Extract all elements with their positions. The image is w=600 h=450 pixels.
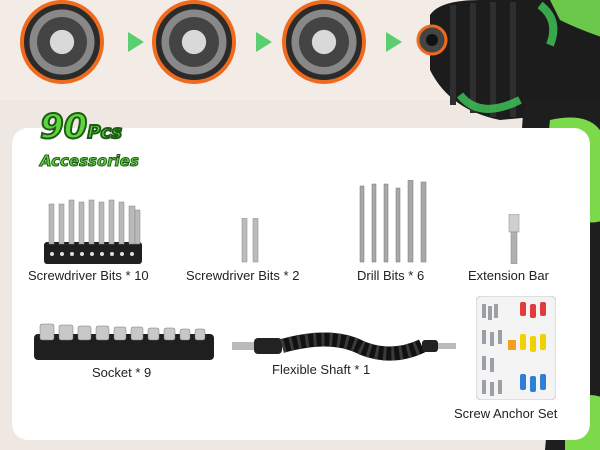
flexible-shaft-label: Flexible Shaft * 1	[272, 362, 371, 377]
chuck-step-3-image	[282, 0, 366, 84]
badge-subtitle: Accessories	[40, 152, 140, 171]
screw-anchor-set-image	[476, 296, 556, 400]
arrow-right-icon	[128, 32, 144, 52]
drill-bits-6-image	[359, 180, 427, 263]
chuck-step-2-image	[152, 0, 236, 84]
extension-bar-image	[508, 214, 520, 264]
screwdriver-bits-2-image	[241, 218, 259, 263]
screwdriver-bits-10-label: Screwdriver Bits * 10	[28, 268, 149, 283]
screw-anchor-set-label: Screw Anchor Set	[454, 406, 558, 421]
extension-bar-label: Extension Bar	[468, 268, 549, 283]
screwdriver-bits-2-label: Screwdriver Bits * 2	[186, 268, 300, 283]
accessory-count-badge: 90Pcs	[39, 107, 123, 147]
badge-unit: Pcs	[86, 122, 123, 143]
chuck-step-1-image	[20, 0, 104, 84]
screwdriver-bits-10-image	[44, 199, 142, 264]
socket-9-label: Socket * 9	[92, 365, 152, 380]
arrow-right-icon	[256, 32, 272, 52]
drill-bits-6-label: Drill Bits * 6	[357, 268, 425, 283]
flexible-shaft-image	[232, 332, 456, 361]
drill-head-image	[416, 0, 600, 120]
badge-count: 90	[39, 107, 88, 147]
socket-9-image	[34, 323, 214, 360]
arrow-right-icon	[386, 32, 402, 52]
